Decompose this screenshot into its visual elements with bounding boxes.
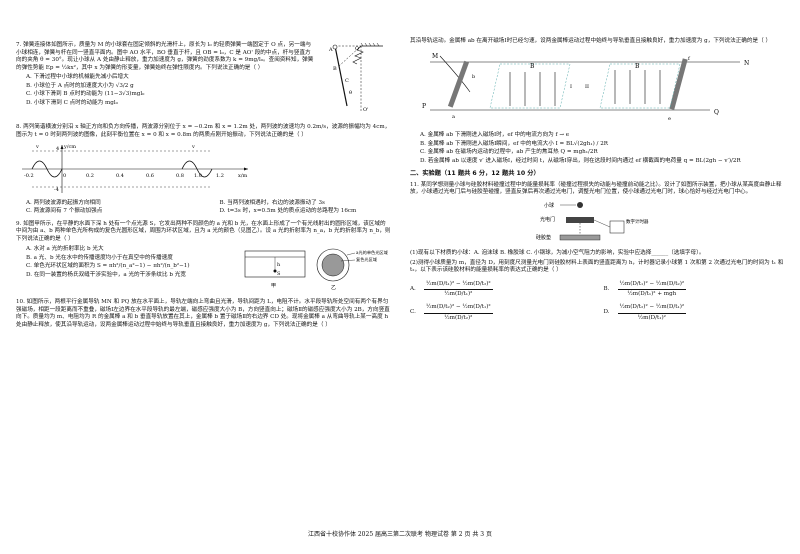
q10-label-a: a [452, 114, 455, 120]
q7-stem: 7. 弹簧连接体如图所示，质量为 M 的小球套在固定倾斜的光滑杆上，原长为 l₀… [16, 42, 314, 71]
question-7: 7. 弹簧连接体如图所示，质量为 M 的小球套在固定倾斜的光滑杆上，原长为 l₀… [16, 42, 391, 120]
q10-label-f: f [688, 56, 691, 62]
q10-stem: 10. 如图所示，两根平行金属导轨 MN 和 PQ 放在水平面上，导轨左端向上弯… [16, 299, 390, 329]
q8-ylabel: y/cm [63, 144, 76, 150]
question-8: 8. 两列简谐横波分别沿 x 轴正方向和负方向传播，两波源分别位于 x = −0… [16, 124, 391, 217]
q10-label-b: b [472, 74, 475, 80]
q9-option-a: A. 水对 a 光的折射率比 b 光大 [26, 246, 104, 253]
q8-tick-6: 1.0 [194, 173, 202, 179]
q8-wave-figure: 4 -4 y/cm x/m v v -0.2 0 0.2 0.4 0.6 0.8… [22, 144, 248, 194]
q10-label-field1: I [570, 84, 572, 90]
q8-v-left: v [35, 144, 39, 150]
q8-tick-2: 0.2 [86, 173, 94, 179]
q7-label-oprime: O' [363, 107, 368, 113]
q8-ymax: 4 [56, 146, 59, 152]
q9-label-h: h [277, 262, 281, 268]
q8-option-c: C. 两波源间有 7 个振动加强点 [26, 208, 103, 215]
q9-label-s: S [277, 271, 281, 277]
q10-label-field2: II [585, 84, 589, 90]
q8-tick-0: -0.2 [24, 173, 34, 179]
q7-option-d: D. 小球下滑到 C 点时的动能为 mgl₀ [26, 99, 118, 106]
q7-label-theta: θ [349, 90, 352, 96]
q8-tick-4: 0.6 [146, 173, 154, 179]
q9-option-c: C. 单色光环状区域的面积为 S = πh²/(n_a²−1) − πh²/(n… [26, 263, 190, 270]
q8-tick-7: 1.2 [216, 173, 224, 179]
q8-option-a: A. 两列波波源的起振方向相同 [26, 199, 101, 206]
q8-ymin: -4 [54, 187, 59, 193]
question-9: 9. 如图甲所示，在平静的水面下深 h 处有一个点光源 S，它发出两种不同颜色的… [16, 221, 391, 296]
q8-stem: 8. 两列简谐横波分别沿 x 轴正方向和负方向传播，两波源分别位于 x = −0… [16, 124, 391, 138]
q7-label-b: B [333, 66, 337, 72]
right-column: 其沿导轨运动。金属棒 ab 在离开磁场Ⅰ时已经匀速，设两金属棒运动过程中始终与导… [410, 38, 785, 326]
q10-label-n: N [744, 60, 749, 67]
q10-label-q: Q [714, 109, 719, 116]
q11-part-2: (2)测得小球质量为 m，直径为 D，用刻度尺测量光电门到硅胶材料上表面的竖直距… [410, 259, 784, 274]
q8-tick-5: 0.8 [176, 173, 184, 179]
q11-part-1: (1)现有以下材质的小球：A. 泡沫球 B. 橡胶球 C. 小钢球，为减小空气阻… [410, 250, 705, 257]
q7-option-c: C. 小球下滑到 B 点时的动能为 (11−3√3)mgl₀ [26, 91, 145, 98]
q9-label-jia: 甲 [271, 283, 276, 289]
q11-apparatus-figure: 小球 光电门 硅胶垫 数字计时器 [536, 201, 649, 241]
q11-label-gate: 光电门 [540, 216, 555, 223]
q9-legend-mixed: 复色光区域 [356, 256, 378, 263]
q9-label-yi: 乙 [331, 284, 336, 291]
left-column: 7. 弹簧连接体如图所示，质量为 M 的小球套在固定倾斜的光滑杆上，原长为 l₀… [16, 38, 391, 332]
q7-label-o: O [355, 46, 359, 52]
q10-continuation: 其沿导轨运动。金属棒 ab 在离开磁场Ⅰ时已经匀速，设两金属棒运动过程中始终与导… [410, 38, 772, 44]
q10-rail-figure: M P a b B B I II f N e Q [422, 53, 749, 122]
q10-option-b: B. 金属棒 ab 下滑刚进入磁场Ⅰ瞬间，ef 中的电流大小 I = BL√(2… [420, 140, 608, 147]
q9-light-figure: h S 甲 a光的单色光区域 复色光区域 乙 [244, 249, 389, 291]
q9-legend-mono: a光的单色光区域 [356, 249, 389, 256]
q9-option-d: D. 在同一装置的杨氏双缝干涉实验中，a 光的干涉条纹比 b 光宽 [26, 272, 186, 279]
q9-option-b: B. a 光、b 光在水中的传播速度均小于在真空中的传播速度 [26, 254, 173, 261]
q8-tick-1: 0 [63, 173, 66, 179]
section-heading-experiment: 二、实验题（11 题共 6 分，12 题共 10 分） [410, 170, 540, 178]
q7-label-a: A [328, 47, 333, 53]
q10-label-b2: B [635, 63, 640, 70]
q8-option-d: D. t=3s 时，x=0.5m 处的质点运动的总路程为 16cm [219, 208, 357, 215]
q10-label-e: e [668, 116, 671, 122]
q7-spring-figure: O A B C O' θ [328, 42, 383, 113]
q10-label-m: M [432, 53, 438, 60]
question-10: 10. 如图所示，两根平行金属导轨 MN 和 PQ 放在水平面上，导轨左端向上弯… [16, 299, 391, 329]
q9-stem: 9. 如图甲所示，在平静的水面下深 h 处有一个点光源 S，它发出两种不同颜色的… [16, 220, 391, 242]
q7-option-a: A. 下滑过程中小球的机械能先减小后增大 [26, 74, 129, 81]
q11-label-timer: 数字计时器 [626, 218, 649, 225]
q10-label-p: P [422, 103, 426, 110]
page-footer: 江西省十校协作体 2025 届高三第二次联考 物理试卷 第 2 页 共 3 页 [307, 531, 493, 538]
q10-option-c: C. 金属棒 ab 在磁场内运动的过程中，ab 产生的焦耳热 Q = mgh₁/… [420, 149, 598, 156]
q10-option-a: A. 金属棒 ab 下滑刚进入磁场Ⅰ时，ef 中的电流方向为 f → e [420, 132, 570, 139]
q7-label-c: C [345, 78, 349, 84]
q11-label-pad: 硅胶垫 [536, 234, 551, 241]
q10-label-b1: B [530, 63, 535, 70]
q8-tick-3: 0.4 [116, 173, 124, 179]
q11-stem: 11. 某同学想测量小球与硅胶材料碰撞过程中的能量损耗率（碰撞过程损失的动能与碰… [410, 181, 782, 196]
q8-xlabel: x/m [238, 173, 248, 179]
q10-option-d: D. 若金属棒 ab 以速度 v′ 进入磁场Ⅰ，经过时间 t，从磁场Ⅰ穿出，则在… [420, 157, 741, 164]
q8-option-b: B. 当两列波相遇时，右边的波源振动了 3s [219, 199, 325, 206]
q7-option-b: B. 小球位于 A 点时的加速度大小为 √3/2 g [26, 82, 134, 89]
q8-v-right: v [191, 144, 195, 150]
q11-label-ball: 小球 [544, 202, 554, 209]
